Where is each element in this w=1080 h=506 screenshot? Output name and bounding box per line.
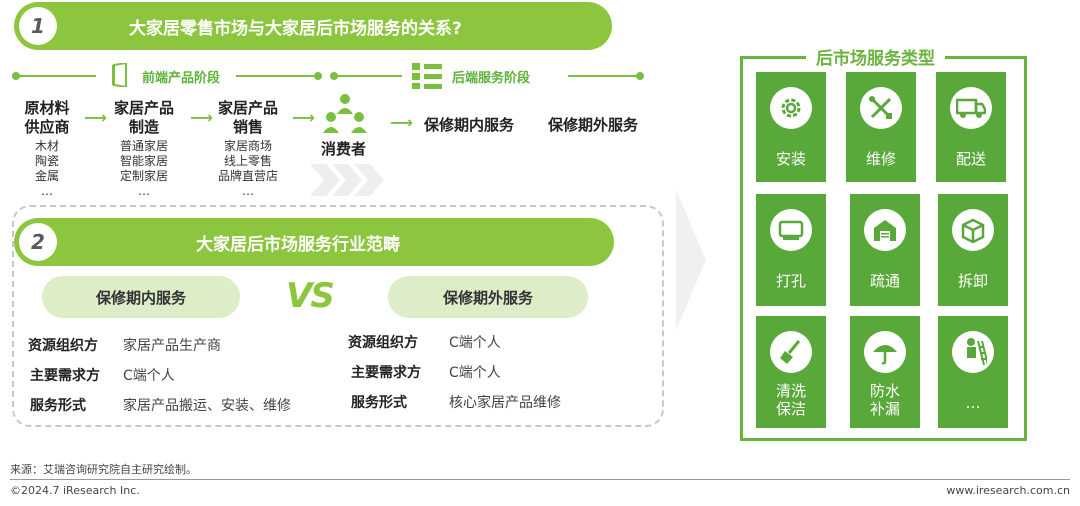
column-title: 家居产品	[113, 99, 174, 117]
service-tile-disassembly: 拆卸	[938, 194, 1008, 306]
service-tile-unclog: 疏通	[850, 194, 920, 306]
tile-label-line: 清洗	[775, 382, 806, 400]
row-right-value: C端个人	[449, 365, 501, 381]
column-title: 原材料	[24, 99, 70, 117]
front-stage-label: 前端产品阶段	[142, 71, 221, 86]
wrench-screwdriver-icon	[860, 87, 902, 129]
column-item: 普通家居	[119, 139, 168, 153]
timeline-line	[16, 75, 96, 77]
copyright: ©2024.7 iResearch Inc.	[10, 484, 140, 497]
box-icon	[952, 209, 994, 251]
row-left-value: 家居产品搬运、安装、维修	[123, 398, 291, 414]
tile-label: 配送	[955, 150, 986, 168]
column-item: …	[41, 184, 53, 198]
service-tile-install: 安装	[756, 72, 826, 182]
row-left-value: 家居产品生产商	[123, 338, 221, 354]
warehouse-icon	[864, 209, 906, 251]
back-stage-label: 后端服务阶段	[452, 71, 531, 86]
row-key: 资源组织方	[28, 338, 98, 354]
column-item: …	[242, 184, 254, 198]
section1-title: 大家居零售市场与大家居后市场服务的关系?	[129, 18, 462, 39]
tile-label: 疏通	[869, 272, 900, 290]
column-item: 定制家居	[119, 169, 168, 183]
column-item: 木材	[34, 139, 59, 153]
column-title: 供应商	[24, 118, 70, 136]
service-tile-repair: 维修	[846, 72, 916, 182]
warranty-in-service: 保修期内服务	[424, 116, 515, 134]
warranty-out-service: 保修期外服务	[548, 116, 639, 134]
vs-label: VS	[286, 276, 335, 316]
service-tile-waterproofing: 防水 补漏	[850, 316, 920, 428]
arrow-icon: ⟶	[390, 113, 413, 132]
gear-icon	[770, 87, 812, 129]
timeline-line	[568, 75, 638, 77]
tile-label: 防水 补漏	[850, 382, 920, 418]
timeline-line	[334, 75, 402, 77]
tile-label: …	[965, 394, 981, 412]
timeline-line	[236, 75, 316, 77]
service-tile-drilling: 打孔	[756, 194, 826, 306]
tile-label-line: 防水	[869, 382, 900, 400]
industry-scope-box	[12, 205, 664, 427]
tile-label: 维修	[865, 150, 896, 168]
tile-label: 打孔	[775, 272, 806, 290]
column-item: 品牌直营店	[217, 169, 278, 183]
source-note: 来源：艾瑞咨询研究院自主研究绘制。	[10, 463, 197, 476]
tile-label: 清洗 保洁	[756, 382, 826, 418]
consumers-icon	[322, 92, 368, 138]
column-item: 陶瓷	[34, 154, 59, 168]
row-key: 主要需求方	[30, 368, 100, 384]
arrow-icon: ⟶	[190, 108, 213, 127]
compare-right-title: 保修期外服务	[388, 276, 588, 318]
section2-header: 2 大家居后市场服务行业范畴	[14, 218, 614, 266]
list-icon	[412, 63, 442, 93]
manufacturing-column: 家居产品 制造 普通家居 智能家居 定制家居 …	[104, 99, 184, 199]
website-link[interactable]: www.iresearch.com.cn	[946, 484, 1070, 497]
delivery-truck-icon	[950, 87, 992, 129]
supplier-column: 原材料 供应商 木材 陶瓷 金属 …	[14, 99, 80, 199]
footer-divider	[10, 479, 1070, 480]
column-title: 家居产品	[217, 99, 278, 117]
timeline-dot	[314, 72, 322, 80]
panel-title: 后市场服务类型	[806, 44, 945, 69]
row-key: 资源组织方	[348, 335, 418, 351]
column-item: 智能家居	[119, 154, 168, 168]
column-item: …	[138, 184, 150, 198]
section2-number: 2	[19, 223, 57, 261]
section1-number: 1	[19, 7, 57, 45]
broom-icon	[770, 331, 812, 373]
tile-label: 拆卸	[957, 272, 988, 290]
drill-icon	[770, 209, 812, 251]
tile-label-line: 补漏	[869, 400, 900, 418]
column-item: 金属	[34, 169, 59, 183]
compare-left-title: 保修期内服务	[42, 276, 240, 318]
sales-column: 家居产品 销售 家居商场 线上零售 品牌直营店 …	[208, 99, 288, 199]
service-tile-cleaning: 清洗 保洁	[756, 316, 826, 428]
row-key: 服务形式	[351, 395, 407, 411]
consumer-label: 消费者	[321, 140, 367, 158]
tile-label: 安装	[775, 150, 806, 168]
arrow-icon: ⟶	[84, 108, 107, 127]
service-tile-more: …	[938, 316, 1008, 428]
umbrella-icon	[864, 331, 906, 373]
door-icon	[110, 61, 132, 91]
column-item: 线上零售	[223, 154, 272, 168]
row-left-value: C端个人	[123, 368, 175, 384]
column-item: 家居商场	[223, 139, 272, 153]
tile-label-line: 保洁	[775, 400, 806, 418]
arrow-icon: ⟶	[292, 108, 315, 127]
column-title: 制造	[128, 118, 159, 136]
section1-header: 1 大家居零售市场与大家居后市场服务的关系?	[14, 2, 612, 50]
row-key: 服务形式	[30, 398, 86, 414]
worker-ladder-icon	[952, 331, 994, 373]
row-right-value: 核心家居产品维修	[449, 395, 561, 411]
timeline-dot	[636, 72, 644, 80]
row-right-value: C端个人	[449, 335, 501, 351]
row-key: 主要需求方	[351, 365, 421, 381]
section2-title: 大家居后市场服务行业范畴	[196, 234, 400, 255]
chevron-decoration-icon	[310, 164, 386, 200]
column-title: 销售	[232, 118, 263, 136]
large-arrow-icon	[676, 190, 706, 334]
service-tile-delivery: 配送	[936, 72, 1006, 182]
